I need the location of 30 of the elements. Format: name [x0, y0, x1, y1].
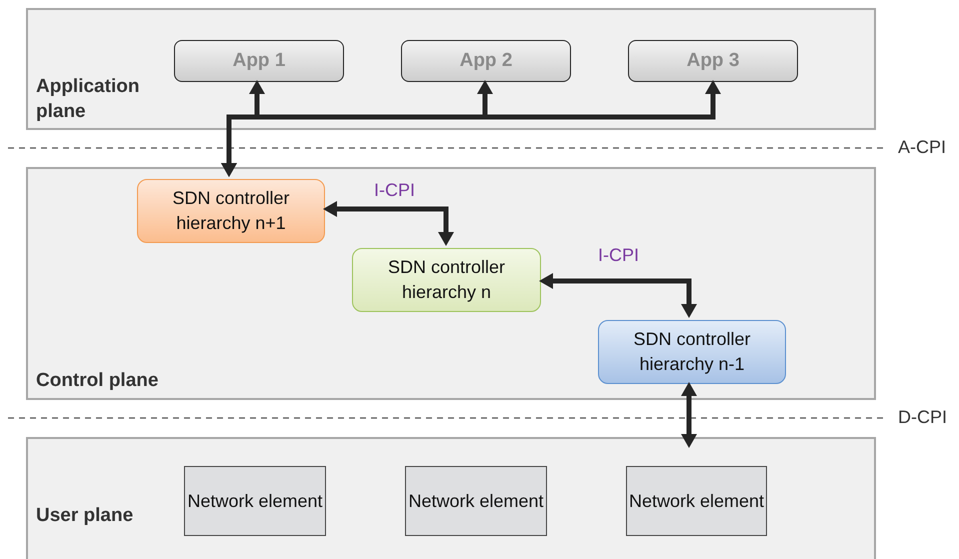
arrow [221, 80, 721, 177]
app-label: App 2 [460, 50, 512, 72]
box-label: SDN controller hierarchy n [386, 256, 506, 304]
box-label: SDN controller hierarchy n-1 [632, 328, 752, 376]
network-element-box [184, 466, 326, 536]
app-box [628, 40, 798, 82]
arrow [539, 273, 697, 318]
plane-region [26, 8, 876, 130]
controller-box [352, 248, 541, 312]
controller-box [137, 179, 325, 243]
arrow [681, 382, 697, 448]
plane-label: Control plane [36, 369, 160, 393]
box-label: Network element [628, 490, 764, 512]
box-label: SDN controller hierarchy n+1 [171, 187, 291, 235]
app-box [401, 40, 571, 82]
plane-region [26, 437, 876, 559]
plane-label: Application plane [36, 75, 140, 124]
box-label: Network element [187, 490, 323, 512]
controller-box [598, 320, 786, 384]
app-label: App 3 [686, 50, 740, 72]
plane-region [26, 167, 876, 400]
app-box [174, 40, 344, 82]
app-label: App 1 [232, 50, 286, 72]
interface-label: A-CPI [898, 137, 946, 158]
box-label: Network element [408, 490, 544, 512]
arrow [323, 201, 454, 246]
network-element-box [405, 466, 547, 536]
plane-label: User plane [36, 504, 134, 528]
network-element-box [626, 466, 767, 536]
interface-label: D-CPI [898, 407, 947, 428]
